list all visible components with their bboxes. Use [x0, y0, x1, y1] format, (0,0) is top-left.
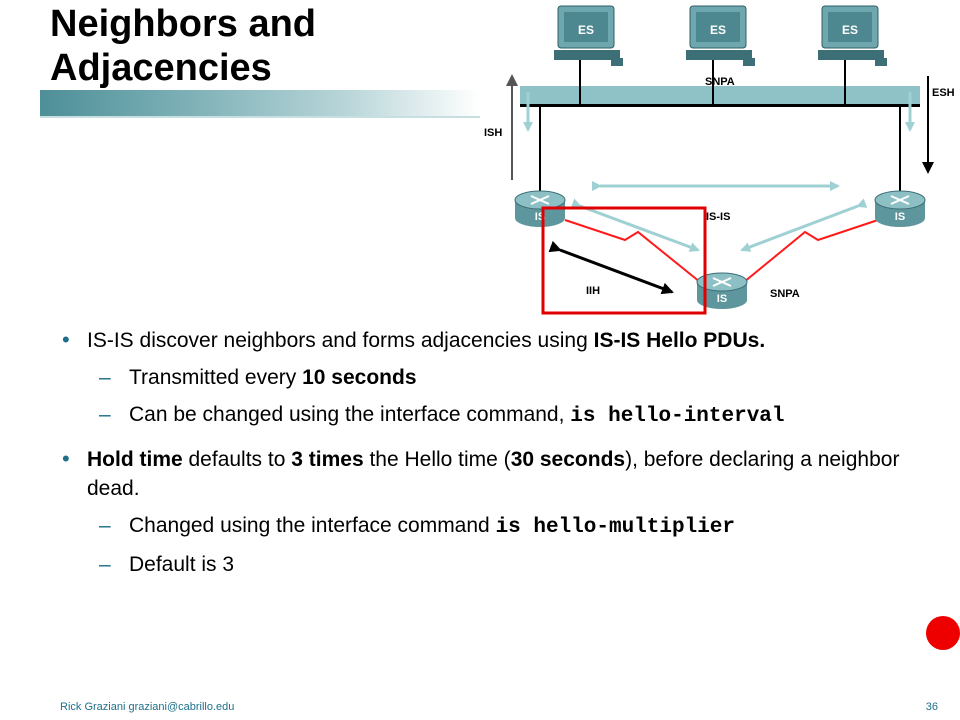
text: the Hello time ( — [363, 448, 511, 471]
router-icon: IS — [696, 272, 748, 309]
iih-label: IIH — [586, 285, 600, 297]
bold-text: Hold time — [87, 448, 183, 471]
page-number: 36 — [925, 701, 938, 713]
bold-text: 3 times — [291, 448, 364, 471]
bullet-2: • Hold time defaults to 3 times the Hell… — [60, 445, 920, 503]
is-is-arrow-left — [570, 198, 700, 252]
highlight-box — [541, 206, 707, 315]
title-accent-bar — [40, 90, 480, 116]
bullet-dot: • — [62, 327, 70, 352]
slide-title: Neighbors and Adjacencies — [50, 2, 316, 90]
svg-text:ES: ES — [842, 23, 858, 37]
sub-text: Changed using the interface command — [129, 514, 496, 537]
sub-text: Default is 3 — [129, 553, 235, 576]
sub-bold: 10 seconds — [302, 366, 417, 389]
svg-text:IS: IS — [535, 211, 545, 223]
bullet-1-text: IS-IS discover neighbors and forms adjac… — [87, 329, 594, 352]
iih-arrow — [548, 240, 674, 295]
bold-text: 30 seconds — [510, 448, 626, 471]
snpa-top-label: SNPA — [705, 76, 735, 88]
sub-dash: – — [99, 553, 111, 576]
bullet-1-sub-1: – Transmitted every 10 seconds — [60, 363, 920, 392]
es-workstation-icon: ES — [686, 5, 755, 66]
bullet-2-sub-2: – Default is 3 — [60, 550, 920, 579]
bullet-1-bold: IS-IS Hello PDUs. — [593, 329, 766, 352]
bullet-dot: • — [62, 446, 70, 471]
svg-text:ES: ES — [578, 23, 594, 37]
network-diagram: ES ES ES IS IS — [484, 5, 955, 315]
command-code: is hello-multiplier — [495, 516, 736, 539]
text: ), before declaring a neighbor dead. — [87, 448, 900, 500]
bullet-2-sub-1: – Changed using the interface command is… — [60, 511, 920, 542]
lan-segment — [520, 56, 920, 200]
title-line-2: Adjacencies — [50, 47, 272, 89]
svg-text:ES: ES — [710, 23, 726, 37]
es-is-label: ES-IS — [774, 76, 803, 88]
sub-text: Transmitted every — [129, 366, 303, 389]
serial-link-left — [564, 219, 701, 283]
sub-dash: – — [99, 514, 111, 537]
command-code: is hello-interval — [570, 405, 785, 428]
bullet-1: • IS-IS discover neighbors and forms adj… — [60, 326, 920, 355]
esh-label: ESH — [932, 87, 955, 99]
es-workstation-icon: ES — [554, 5, 623, 66]
sub-text: Can be changed using the interface comma… — [129, 403, 571, 426]
svg-text:IS: IS — [895, 211, 905, 223]
is-is-label: IS-IS — [706, 211, 730, 223]
es-workstation-icon: ES — [818, 5, 887, 66]
router-icon: IS — [874, 190, 926, 227]
title-accent-line — [40, 116, 480, 118]
record-indicator-icon — [926, 616, 960, 650]
bullet-1-sub-2: – Can be changed using the interface com… — [60, 400, 920, 431]
text: defaults to — [182, 448, 292, 471]
sub-dash: – — [99, 403, 111, 426]
is-is-arrow-right — [740, 198, 868, 252]
snpa-bottom-label: SNPA — [770, 288, 800, 300]
ish-label: ISH — [484, 127, 502, 139]
title-line-1: Neighbors and — [50, 3, 317, 45]
serial-link-right — [743, 219, 879, 283]
svg-text:IS: IS — [717, 293, 727, 305]
sub-dash: – — [99, 366, 111, 389]
bullet-content: • IS-IS discover neighbors and forms adj… — [60, 326, 920, 579]
footer-author: Rick Graziani graziani@cabrillo.edu — [60, 701, 235, 713]
